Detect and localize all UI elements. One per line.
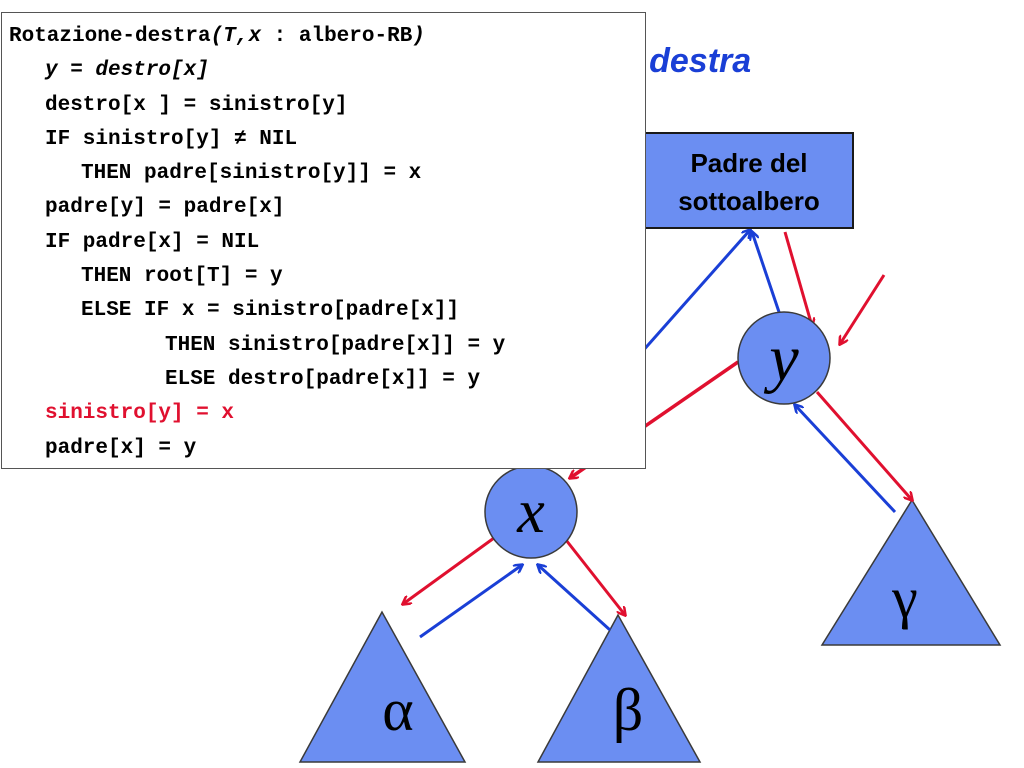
code-line: y = destro[x]	[45, 59, 209, 83]
node-x-label: x	[516, 478, 545, 546]
arrow-alpha-to-x	[419, 565, 522, 639]
code-line: padre[x] = y	[45, 436, 197, 460]
arrow-x-to-beta	[564, 539, 625, 615]
indicator-arrow	[840, 274, 886, 344]
node-y	[737, 311, 831, 405]
subtree-alpha-shape	[298, 610, 467, 763]
code-box: Rotazione-destra(T,x : albero-RB) y = de…	[1, 12, 646, 469]
node-y-label: y	[763, 322, 799, 395]
arrow-y-to-parent	[752, 232, 781, 313]
arrow-gamma-to-y	[795, 405, 897, 514]
subtree-beta-shape	[536, 613, 702, 763]
subtree-beta-label: β	[613, 677, 644, 743]
parent-box-line1: Padre del	[690, 148, 807, 178]
parent-box	[644, 132, 854, 229]
code-line: ELSE destro[padre[x]] = y	[165, 367, 481, 391]
code-line: IF padre[x] = NIL	[45, 230, 260, 254]
code-line: THEN sinistro[padre[x]] = y	[165, 333, 506, 357]
subtree-gamma-label: γ	[891, 565, 918, 630]
subtree-alpha-label: α	[382, 677, 413, 743]
code-line: IF sinistro[y] ≠ NIL	[45, 127, 298, 151]
code-fn-name: Rotazione-destra	[9, 25, 211, 48]
arrow-y-to-gamma	[815, 391, 912, 500]
code-line: THEN padre[sinistro[y]] = x	[81, 162, 422, 186]
arrow-x-to-alpha	[403, 536, 495, 604]
subtree-gamma-shape	[820, 498, 1002, 646]
code-line: THEN root[T] = y	[81, 265, 283, 289]
parent-box-line2: sottoalbero	[678, 186, 820, 216]
code-fn-type: albero-RB	[298, 25, 413, 48]
code-fn-close: )	[412, 25, 425, 48]
code-line: destro[x ] = sinistro[y]	[45, 93, 348, 117]
code-line-highlighted: sinistro[y] = x	[45, 402, 235, 426]
arrow-beta-to-x	[538, 565, 612, 632]
code-line: padre[y] = padre[x]	[45, 196, 285, 220]
code-fn-sep: :	[261, 25, 299, 48]
code-line: ELSE IF x = sinistro[padre[x]]	[81, 299, 460, 323]
arrow-parent-to-y	[783, 231, 812, 326]
code-fn-params: (T,x	[210, 25, 262, 48]
code-signature: Rotazione-destra(T,x : albero-RB)	[9, 20, 645, 54]
